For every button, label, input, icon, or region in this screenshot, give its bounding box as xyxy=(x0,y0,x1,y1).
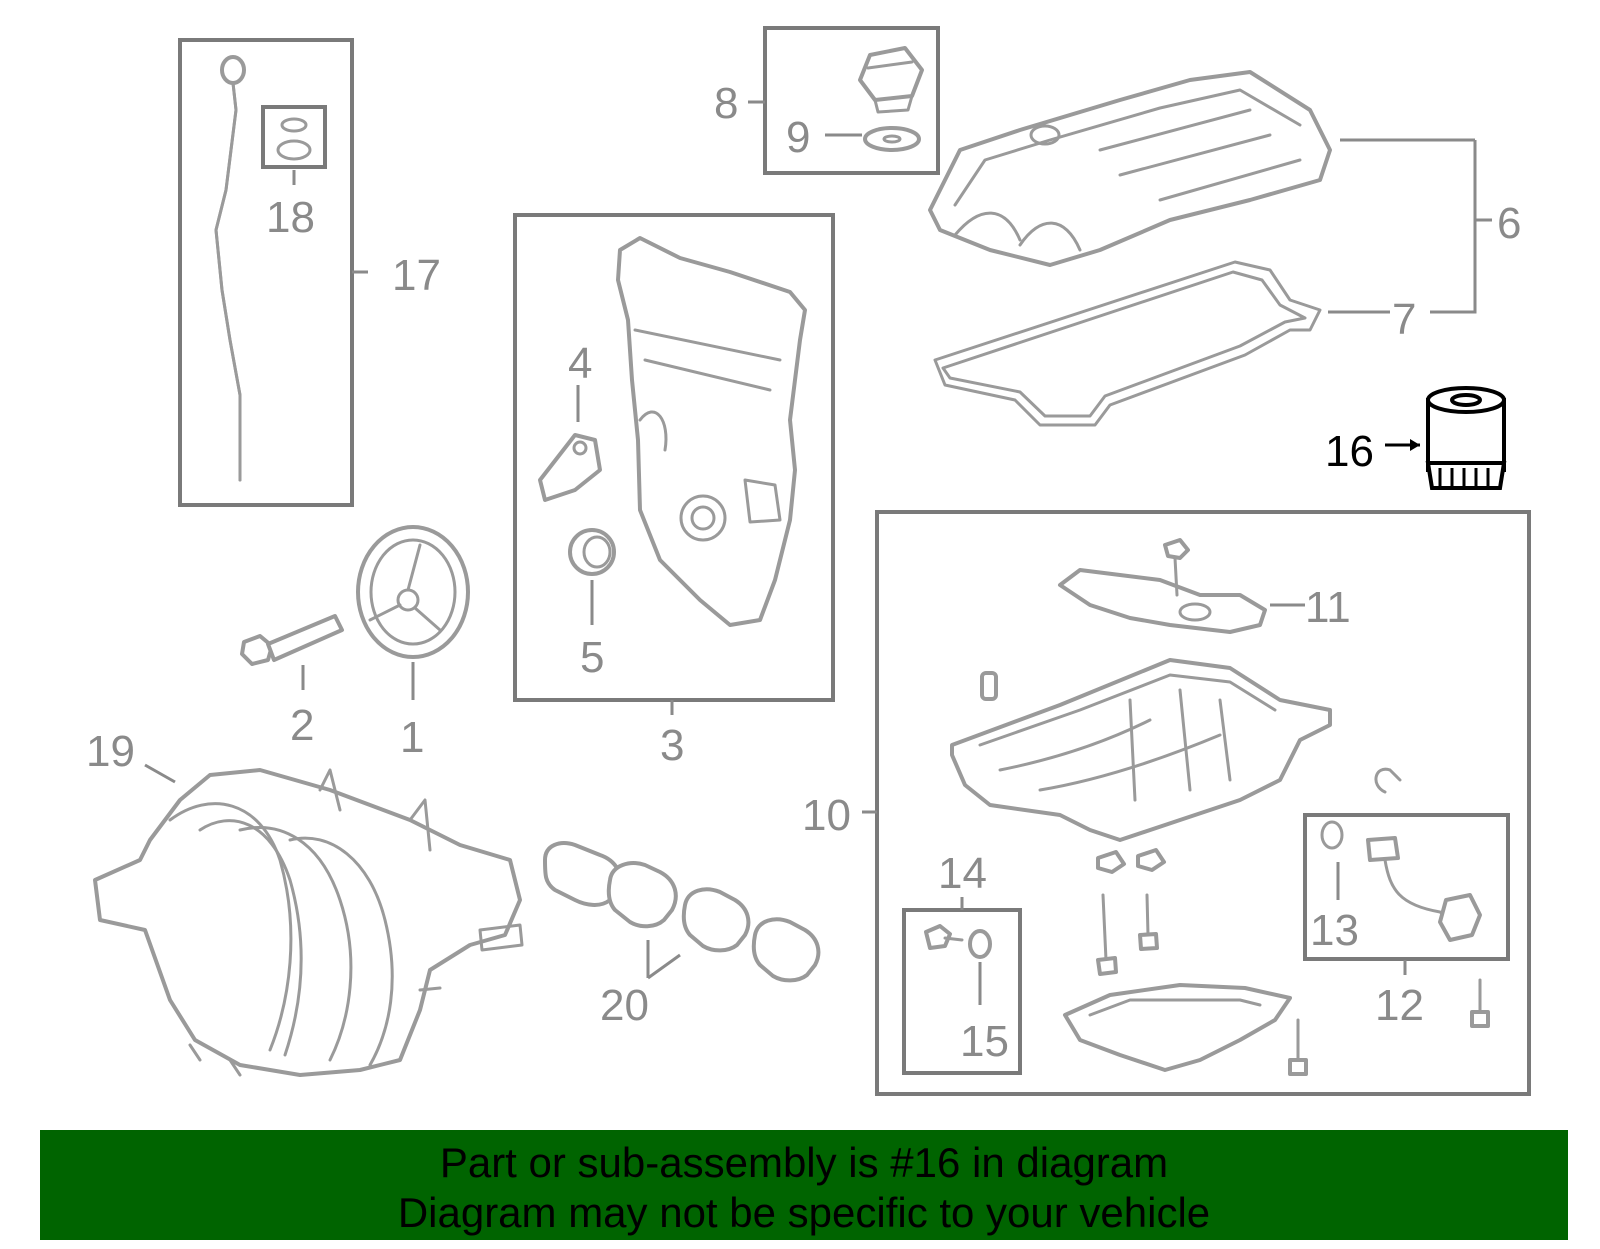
callout-13: 13 xyxy=(1310,906,1359,955)
callout-17: 17 xyxy=(392,251,441,300)
callout-10: 10 xyxy=(802,791,851,840)
banner-line-2: Diagram may not be specific to your vehi… xyxy=(397,1189,1211,1236)
oil-level-sensor xyxy=(1320,820,1482,942)
lower-oil-pan xyxy=(1063,983,1292,1072)
callout-6: 6 xyxy=(1497,199,1521,248)
intake-manifold-gasket xyxy=(543,841,821,983)
oil-filter xyxy=(1425,386,1507,490)
box-oil-pan-group xyxy=(875,510,1531,1096)
callout-18: 18 xyxy=(266,193,315,242)
box-front-cover-group xyxy=(513,213,835,702)
callout-7: 7 xyxy=(1392,295,1416,344)
callout-8: 8 xyxy=(714,79,738,128)
box-seal-kit xyxy=(261,105,327,169)
oil-fill-cap xyxy=(858,46,924,114)
crankshaft-seal xyxy=(568,528,616,576)
oil-cap-seal-hole xyxy=(882,134,902,144)
callout-11: 11 xyxy=(1305,583,1351,632)
cover-gasket xyxy=(538,433,602,502)
timing-cover xyxy=(616,236,807,627)
callout-16: 16 xyxy=(1325,427,1374,476)
callout-15: 15 xyxy=(960,1017,1009,1066)
valve-cover xyxy=(928,70,1332,267)
callout-2: 2 xyxy=(290,701,314,750)
callout-1: 1 xyxy=(400,713,424,762)
info-banner: Part or sub-assembly is #16 in diagram D… xyxy=(40,1130,1568,1240)
callout-4: 4 xyxy=(568,339,592,388)
box-sensor-group xyxy=(1303,813,1510,961)
oil-pan-baffle xyxy=(1058,538,1267,634)
callout-12: 12 xyxy=(1375,981,1424,1030)
callout-20: 20 xyxy=(600,981,649,1030)
seal-kit-part xyxy=(276,117,312,161)
valve-cover-gasket xyxy=(933,260,1322,427)
banner-line-1: Part or sub-assembly is #16 in diagram xyxy=(439,1139,1169,1186)
oil-cap-seal xyxy=(863,126,921,152)
drain-plug xyxy=(924,924,964,950)
intake-manifold xyxy=(93,768,524,1077)
callout-3: 3 xyxy=(660,721,684,770)
callout-9: 9 xyxy=(786,113,810,162)
leader-lines xyxy=(144,100,1492,1005)
dipstick-tube xyxy=(214,55,246,482)
pulley-bolt xyxy=(240,614,344,666)
pan-bolts xyxy=(1096,848,1490,1076)
oil-pan xyxy=(950,658,1402,842)
diagram-canvas: 17 18 8 9 6 7 16 4 5 3 2 1 19 20 11 10 1… xyxy=(86,26,1531,1096)
drain-plug-gasket xyxy=(968,929,992,959)
callout-19: 19 xyxy=(86,727,135,776)
callout-5: 5 xyxy=(580,633,604,682)
callout-14: 14 xyxy=(938,849,987,898)
crankshaft-pulley xyxy=(356,525,470,659)
